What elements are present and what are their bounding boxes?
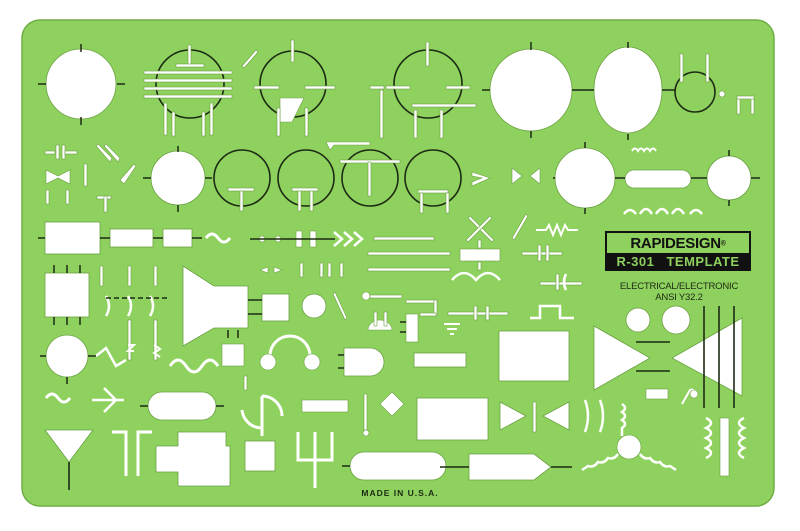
model-name: R-301 TEMPLATE: [607, 253, 749, 271]
coil-left-icon: [703, 416, 713, 460]
pentode-grid-icon: [143, 44, 233, 137]
brand-name: RAPIDESIGN®: [630, 235, 726, 252]
antenna-arrow-icon: [92, 387, 124, 413]
chevron-right-icon: [471, 171, 491, 187]
circle-medium-icon: [150, 150, 206, 206]
small-circle-icon: [554, 147, 616, 209]
headphones-icon: [268, 334, 312, 357]
rectangle-slot-icon: [413, 352, 467, 368]
crystal-rectangle-icon: [459, 248, 501, 262]
ground-icon: [444, 323, 460, 335]
battery-symbols-icon: [259, 266, 283, 274]
trident-icon: [296, 432, 334, 488]
bowtie-icon: [45, 169, 71, 185]
pill-slot-icon: [147, 391, 217, 421]
square-wave-icon: [530, 304, 574, 320]
capacitor-small-icon: [44, 150, 56, 155]
ac-wave-icon: [168, 358, 220, 374]
diode-pair-icon: [499, 401, 570, 431]
plug-block-icon: [155, 431, 231, 487]
triangle-amplifiers-icon: [593, 317, 743, 397]
circle-motor-icon: [45, 334, 89, 378]
template-body: [21, 19, 775, 507]
rounded-d-shape-icon: [343, 347, 385, 377]
made-in-label: MADE IN U.S.A.: [361, 488, 439, 498]
subtitle-line1: ELECTRICAL/ELECTRONIC: [619, 281, 739, 292]
speaker-cone-icon: [182, 265, 249, 347]
subtitle-line2: ANSI Y32.2: [655, 292, 703, 303]
quarter-arc-icon: [240, 394, 284, 436]
rectangle-block-icon: [498, 330, 570, 382]
plug-tall-icon: [405, 313, 419, 343]
small-circles-icon: [625, 305, 691, 335]
zigzag-icon: [95, 346, 127, 368]
coil-right-icon: [737, 416, 747, 460]
slash-icon: [332, 291, 348, 321]
loop-row-icon: [623, 207, 703, 215]
led-arrows-icon: [95, 143, 113, 163]
speaker-box-icon: [261, 293, 327, 322]
large-circle-2-icon: [489, 48, 573, 132]
large-circle-icon: [45, 48, 117, 120]
diamond-icon: [379, 391, 405, 417]
plug-shape-icon: [221, 343, 245, 367]
inductor-small-icon: [631, 147, 657, 153]
large-rectangle-icon: [416, 397, 489, 441]
crt-symbol-icon: [674, 71, 716, 113]
zigzag-resistor-icon: [536, 222, 578, 238]
square-ic-icon: [44, 272, 90, 318]
oval-cutout-icon: [593, 46, 663, 134]
rounded-slot-icon: [624, 169, 692, 189]
wave-symbol-icon: [204, 232, 232, 244]
step-brackets-icon: [112, 430, 152, 476]
three-phase-motor-icon: [581, 402, 677, 472]
circle-right-icon: [706, 155, 752, 201]
arrow-pentagon-icon: [468, 453, 552, 481]
capsule-bottom-icon: [349, 451, 447, 481]
diode-right-icon: [529, 167, 541, 185]
square-small-icon: [244, 440, 276, 472]
arrow-row-icon: [333, 231, 364, 247]
antenna-triangle-icon: [44, 429, 94, 463]
diode-left-icon: [511, 167, 523, 185]
bar-icon: [301, 399, 349, 413]
brand-label-box: RAPIDESIGN® R-301 TEMPLATE: [605, 231, 751, 271]
